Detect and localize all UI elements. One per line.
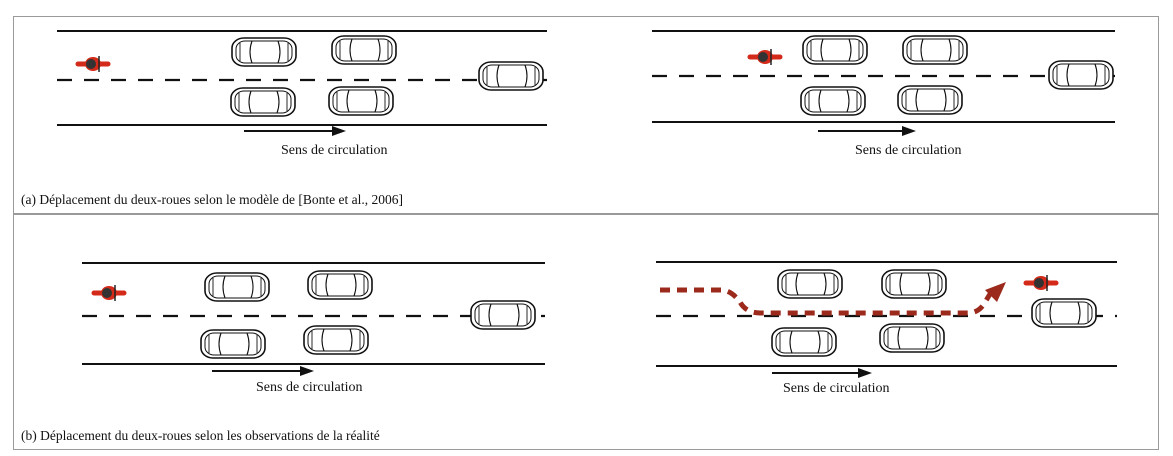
car-icon	[231, 37, 297, 67]
car-icon	[800, 86, 866, 116]
car-icon	[771, 327, 837, 357]
car-icon	[470, 300, 536, 330]
scene-a2	[652, 30, 1115, 136]
direction-label-a2: Sens de circulation	[855, 143, 962, 158]
car-icon	[1031, 298, 1097, 328]
direction-arrowhead	[332, 126, 346, 136]
motorcycle-icon	[78, 56, 108, 72]
car-icon	[879, 323, 945, 353]
car-icon	[307, 270, 373, 300]
car-icon	[200, 329, 266, 359]
car-icon	[777, 269, 843, 299]
scene-b2	[656, 261, 1117, 378]
car-icon	[802, 35, 868, 65]
trajectory-arrowhead	[985, 282, 1006, 302]
car-icon	[303, 325, 369, 355]
panel-a-frame	[13, 16, 1159, 214]
car-icon	[881, 269, 947, 299]
car-icon	[328, 86, 394, 116]
car-icon	[1048, 60, 1114, 90]
caption-panel-a: (a) Déplacement du deux-roues selon le m…	[21, 192, 403, 207]
panel-b-frame	[13, 214, 1159, 450]
direction-label-a1: Sens de circulation	[281, 143, 388, 158]
car-icon	[204, 272, 270, 302]
car-icon	[331, 35, 397, 65]
car-icon	[478, 61, 544, 91]
direction-arrowhead	[300, 366, 314, 376]
motorcycle-icon	[1026, 275, 1056, 291]
car-icon	[902, 35, 968, 65]
scene-b1	[82, 262, 545, 376]
car-icon	[897, 85, 963, 115]
trajectory-arrow	[660, 287, 993, 316]
motorcycle-icon	[94, 285, 124, 301]
scene-a1	[57, 30, 547, 136]
car-icon	[230, 87, 296, 117]
direction-label-b1: Sens de circulation	[256, 380, 363, 395]
motorcycle-icon	[750, 49, 780, 65]
direction-label-b2: Sens de circulation	[783, 381, 890, 396]
caption-panel-b: (b) Déplacement du deux-roues selon les …	[21, 428, 380, 443]
direction-arrowhead	[858, 368, 872, 378]
direction-arrowhead	[902, 126, 916, 136]
